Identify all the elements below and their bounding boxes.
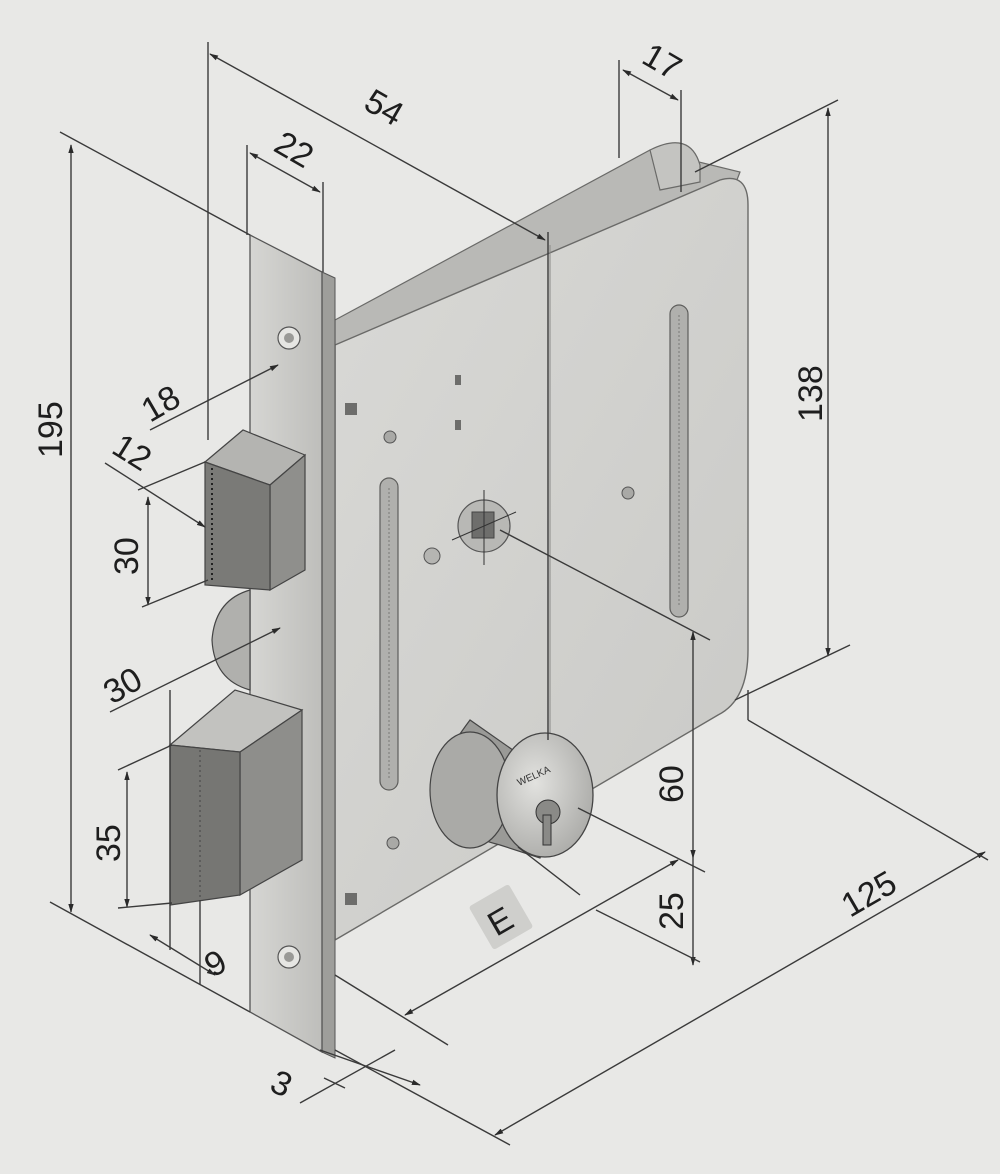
dimension-lines [49, 42, 989, 1146]
dim-25: 25 [653, 892, 691, 930]
dim-3: 3 [265, 1063, 298, 1105]
screw-3 [386, 836, 400, 850]
case-side-face [334, 177, 749, 942]
tab-2 [345, 893, 357, 905]
dim-12: 12 [106, 427, 158, 479]
dim-30-gap: 30 [97, 660, 149, 712]
dim-138: 138 [792, 365, 830, 422]
follower-hub [451, 490, 517, 565]
tab-4 [455, 420, 461, 430]
lever-nose [211, 589, 251, 691]
dim-54: 54 [358, 82, 410, 134]
forend-plate [249, 233, 336, 1059]
tab-1 [345, 403, 357, 415]
case-rear-plate [649, 142, 701, 191]
euro-cylinder: WELKA [429, 719, 594, 859]
lock-case [334, 142, 749, 942]
dim-9: 9 [198, 943, 233, 985]
dim-125: 125 [835, 864, 903, 925]
deadbolt [168, 689, 304, 906]
tab-3 [455, 375, 461, 385]
backset-tag: E [469, 884, 533, 950]
stud [423, 547, 441, 565]
dim-18: 18 [135, 378, 187, 430]
latch-bolt [203, 429, 307, 592]
dim-30-latch: 30 [108, 537, 146, 575]
dim-195: 195 [32, 401, 70, 458]
screw-2 [621, 486, 635, 500]
dim-60: 60 [653, 765, 691, 803]
dim-35: 35 [90, 824, 128, 862]
screw-1 [383, 430, 397, 444]
dim-17: 17 [636, 36, 688, 88]
